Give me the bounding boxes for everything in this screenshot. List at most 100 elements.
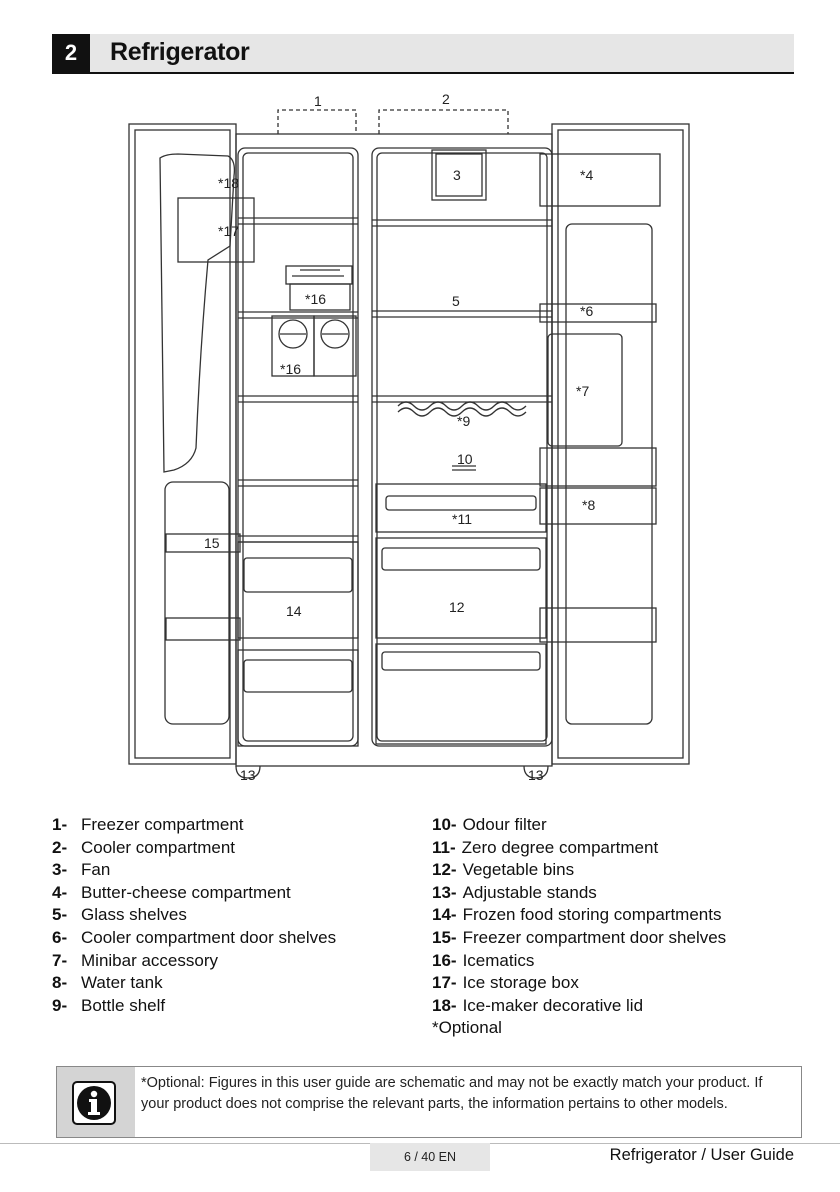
legend-text: Cooler compartment [81, 837, 236, 857]
legend-number: 5- [52, 905, 68, 925]
icematic-top [285, 265, 353, 285]
legend-number: 16- [432, 950, 457, 970]
legend-item: 15-Freezer compartment door shelves [432, 927, 726, 950]
label-2: 2 [442, 91, 450, 107]
freezer-compartment [237, 147, 359, 747]
label-15: 15 [204, 535, 220, 551]
legend-text: Ice storage box [462, 973, 579, 993]
legend-text: Water tank [81, 973, 163, 993]
freezer-door-shelf-lower [165, 617, 241, 641]
legend-text: Glass shelves [81, 905, 187, 925]
label-6: *6 [580, 303, 593, 319]
bottle-shelf [397, 401, 527, 411]
footer-title: Refrigerator / User Guide [609, 1146, 794, 1164]
water-tank [539, 487, 657, 525]
legend-text: Freezer compartment [81, 815, 244, 834]
legend-right: 10- Odour filter 11-Zero degree compartme… [432, 814, 726, 1040]
legend-number: 13- [432, 882, 457, 902]
label-13b: 13 [528, 767, 544, 783]
legend-text: Ice-maker decorative lid [462, 995, 644, 1015]
legend-text: Vegetable bins [462, 860, 575, 880]
legend-number: 10- [432, 815, 457, 834]
label-18: *18 [218, 175, 239, 191]
label-8: *8 [582, 497, 595, 513]
optional-note: *Optional [432, 1018, 502, 1038]
cooler-door [551, 123, 690, 765]
adjustable-stand-right [523, 765, 549, 779]
label-13a: 13 [240, 767, 256, 783]
legend-item: 11-Zero degree compartment [432, 837, 726, 860]
cooler-door-panel [539, 447, 657, 487]
legend-item: 18-Ice-maker decorative lid [432, 995, 726, 1018]
legend-item: 7-Minibar accessory [52, 950, 336, 973]
ice-box-window [177, 197, 255, 263]
cabinet-outline [235, 133, 553, 767]
legend-text: Cooler compartment door shelves [81, 927, 337, 947]
legend-number: 3- [52, 860, 68, 880]
label-17: *17 [218, 223, 239, 239]
butter-cheese-compartment [539, 153, 661, 207]
refrigerator-drawing: 1 2 3 *4 5 *6 *7 *8 *9 10 *11 12 13 13 1… [128, 91, 690, 783]
legend-item: 5- Glass shelves [52, 904, 336, 927]
zero-degree-compartment [375, 483, 547, 533]
legend-number: 9- [52, 995, 68, 1015]
legend-item: 14-Frozen food storing compartments [432, 904, 726, 927]
label-14: 14 [286, 603, 302, 619]
legend-item: 8- Water tank [52, 972, 336, 995]
adjustable-stand-left [235, 765, 261, 779]
legend-text: Butter-cheese compartment [81, 882, 291, 902]
cooler-door-shelf [539, 303, 657, 323]
legend-text: Odour filter [462, 815, 547, 834]
minibar-accessory [547, 333, 623, 447]
cooler-door-shelf-bottom [539, 607, 657, 643]
label-10: 10 [457, 451, 473, 467]
freezer-top-outline [277, 109, 357, 134]
legend-text: Freezer compartment door shelves [462, 927, 727, 947]
label-11: *11 [452, 511, 472, 527]
legend-item: 4- Butter-cheese compartment [52, 882, 336, 905]
legend-number: 1- [52, 815, 68, 834]
label-5: 5 [452, 293, 460, 309]
legend-number: 8- [52, 973, 68, 993]
legend-text: Zero degree compartment [461, 837, 659, 857]
legend-number: 12- [432, 860, 457, 880]
vegetable-bin-lower [375, 643, 547, 745]
legend-number: 15- [432, 927, 457, 947]
legend-number: 17- [432, 973, 457, 993]
legend-text: Fan [81, 860, 111, 880]
legend-left: 1- Freezer compartment 2- Cooler compartme… [52, 814, 336, 1017]
legend-item: 17-Ice storage box [432, 972, 726, 995]
label-9: *9 [457, 413, 470, 429]
label-1: 1 [314, 93, 322, 109]
vegetable-bin-upper [375, 537, 547, 639]
legend-text: Icematics [462, 950, 535, 970]
section-number: 2 [52, 34, 90, 72]
legend-item: 6-Cooler compartment door shelves [52, 927, 336, 950]
freezer-door-shelf-upper [165, 533, 241, 553]
legend-item: 1- Freezer compartment [52, 814, 336, 837]
legend-number: 4- [52, 882, 68, 902]
label-4: *4 [580, 167, 593, 183]
page-indicator: 6 / 40 EN [370, 1143, 490, 1171]
frozen-food-compartment-upper [237, 541, 359, 639]
info-text: *Optional: Figures in this user guide ar… [141, 1075, 763, 1112]
label-7: *7 [576, 383, 589, 399]
section-header: 2 Refrigerator [52, 34, 794, 74]
legend-text: Minibar accessory [81, 950, 218, 970]
icematic-right [313, 315, 357, 377]
cooler-compartment [371, 147, 553, 747]
ice-storage-box [159, 153, 236, 473]
refrigerator-diagram: 1 2 3 *4 5 *6 *7 *8 *9 10 *11 12 13 13 1… [0, 80, 840, 800]
label-16b: *16 [280, 361, 301, 377]
freezer-door [128, 123, 237, 765]
frozen-food-compartment-lower [237, 649, 359, 747]
section-title: Refrigerator [110, 38, 250, 66]
legend-text: Bottle shelf [81, 995, 166, 1015]
label-16a: *16 [305, 291, 326, 307]
legend-item: 13-Adjustable stands [432, 882, 726, 905]
legend-number: 2- [52, 837, 68, 857]
legend-item: 16-Icematics [432, 950, 726, 973]
legend-item: 12-Vegetable bins [432, 859, 726, 882]
legend-number: 14- [432, 905, 457, 925]
legend-text: Adjustable stands [462, 882, 597, 902]
